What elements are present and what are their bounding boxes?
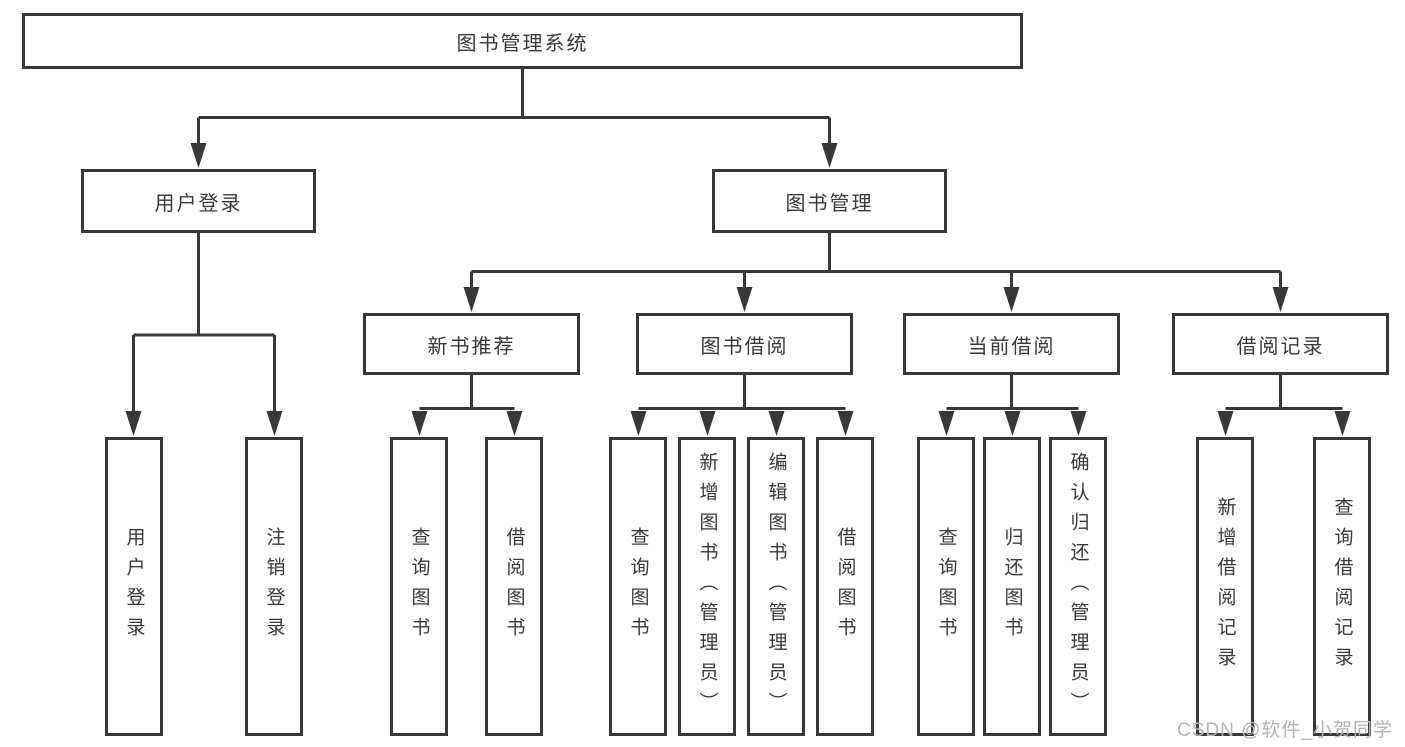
- leaf-records-query-borrow-record: 查询借阅记录: [1313, 437, 1371, 736]
- leaf-user-login: 用户登录: [105, 437, 163, 736]
- node-book-borrowing: 图书借阅: [636, 313, 853, 375]
- node-current-borrowing: 当前借阅: [903, 313, 1120, 375]
- node-borrowing-records: 借阅记录: [1172, 313, 1389, 375]
- leaf-current-confirm-return-admin: 确认归还（管理员）: [1049, 437, 1107, 736]
- leaf-newbook-query-books: 查询图书: [390, 437, 448, 736]
- node-book-management: 图书管理: [712, 169, 947, 233]
- leaf-logout: 注销登录: [245, 437, 303, 736]
- leaf-borrow-edit-books-admin: 编辑图书（管理员）: [747, 437, 805, 736]
- leaf-borrow-borrow-books: 借阅图书: [816, 437, 874, 736]
- node-new-book-recommendation: 新书推荐: [363, 313, 580, 375]
- leaf-borrow-add-books-admin: 新增图书（管理员）: [678, 437, 736, 736]
- leaf-records-add-borrow-record: 新增借阅记录: [1196, 437, 1254, 736]
- node-user-login: 用户登录: [81, 169, 316, 233]
- node-library-management-system: 图书管理系统: [22, 13, 1023, 69]
- leaf-borrow-query-books: 查询图书: [609, 437, 667, 736]
- leaf-current-query-books: 查询图书: [917, 437, 975, 736]
- leaf-current-return-books: 归还图书: [983, 437, 1041, 736]
- leaf-newbook-borrow-books: 借阅图书: [485, 437, 543, 736]
- csdn-watermark: CSDN @软件_小贺同学: [1177, 720, 1393, 741]
